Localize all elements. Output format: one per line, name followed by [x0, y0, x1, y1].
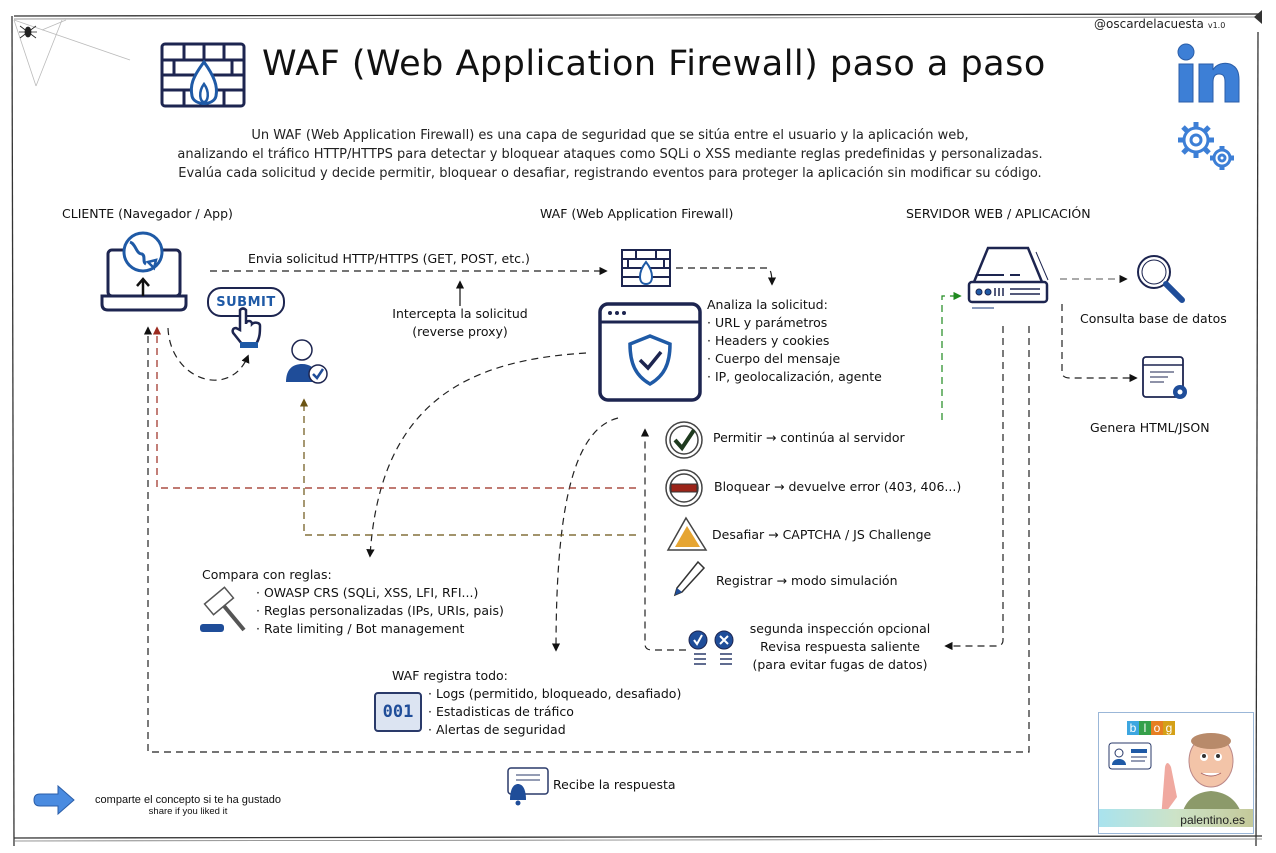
analyze-item: · Cuerpo del mensaje	[707, 351, 841, 366]
web-page-gear-icon	[1142, 356, 1187, 399]
rules-item: · Rate limiting / Bot management	[256, 621, 465, 636]
rules-item: · Reglas personalizadas (IPs, URIs, pais…	[256, 603, 504, 618]
arrow-inspection-loop	[640, 428, 686, 651]
logging-item: · Logs (permitido, bloqueado, desafiado)	[428, 686, 682, 701]
column-server-header: SERVIDOR WEB / APLICACIÓN	[906, 206, 1091, 221]
share-note: comparte el concepto si te ha gustado sh…	[80, 794, 296, 817]
check-circle-icon	[665, 421, 703, 459]
logging-title: WAF registra todo:	[392, 668, 508, 683]
second-inspection-note: segunda inspección opcional Revisa respu…	[738, 620, 942, 674]
inspection-line: segunda inspección opcional	[749, 621, 931, 636]
block-circle-icon	[665, 469, 703, 507]
intro-line: analizando el tráfico HTTP/HTTPS para de…	[177, 147, 1043, 162]
analyze-title: Analiza la solicitud:	[707, 297, 828, 312]
arrow-to-logging	[551, 417, 619, 652]
arrow-allow-to-server	[941, 291, 962, 420]
version-label: v1.0	[1207, 21, 1226, 30]
intro-paragraph: Un WAF (Web Application Firewall) es una…	[60, 126, 1160, 183]
linkedin-icon[interactable]	[1176, 42, 1242, 104]
blog-site: palentino.es	[1180, 813, 1245, 827]
intercept-label: Intercepta la solicitud (reverse proxy)	[380, 305, 540, 341]
column-waf-header: WAF (Web Application Firewall)	[540, 206, 734, 221]
blog-card[interactable]: b l o g palentino.es	[1098, 712, 1254, 834]
intro-line: Un WAF (Web Application Firewall) es una…	[251, 128, 969, 143]
arrow-challenge-to-user	[299, 398, 636, 536]
rules-list: · OWASP CRS (SQLi, XSS, LFI, RFI...) · R…	[256, 584, 504, 638]
blog-letter: g	[1163, 721, 1175, 735]
logging-item: · Estadisticas de tráfico	[428, 704, 574, 719]
blog-letter: o	[1151, 721, 1163, 735]
blog-strip	[1099, 809, 1253, 827]
inspection-line: Revisa respuesta saliente	[760, 639, 920, 654]
page-title: WAF (Web Application Firewall) paso a pa…	[262, 44, 1046, 84]
column-client-header: CLIENTE (Navegador / App)	[62, 206, 233, 221]
decision-log: Registrar → modo simulación	[716, 573, 898, 588]
counter-icon: 001	[374, 692, 422, 732]
notification-bell-icon	[507, 767, 549, 806]
handle-text: @oscardelacuesta	[1094, 17, 1204, 31]
share-text-en: share if you liked it	[148, 806, 228, 817]
receive-response-label: Recibe la respuesta	[553, 777, 676, 792]
gavel-icon	[200, 586, 246, 632]
author-avatar	[1161, 733, 1243, 819]
waf-firewall-icon	[621, 249, 671, 287]
analyze-list: Analiza la solicitud: · URL y parámetros…	[707, 296, 882, 386]
share-arrow-icon[interactable]	[32, 784, 76, 816]
check-x-list-icon	[688, 630, 734, 665]
analyze-item: · Headers y cookies	[707, 333, 830, 348]
decision-allow: Permitir → continúa al servidor	[713, 430, 905, 445]
warning-triangle-icon	[666, 516, 708, 551]
intro-line: Evalúa cada solicitud y decide permitir,…	[178, 166, 1042, 181]
arrow-response-to-client	[143, 326, 1030, 753]
arrow-client-to-submit	[167, 327, 250, 381]
decision-challenge: Desafiar → CAPTCHA / JS Challenge	[712, 527, 932, 542]
logging-item: · Alertas de seguridad	[428, 722, 566, 737]
intercept-line: (reverse proxy)	[412, 324, 508, 339]
counter-value: 001	[382, 702, 414, 722]
browser-shield-icon	[598, 302, 702, 402]
arrow-waf-to-analyze	[676, 267, 777, 286]
arrow-block-to-client	[152, 326, 636, 489]
arrow-server-to-generate	[1061, 304, 1138, 383]
submit-button-label: SUBMIT	[216, 294, 276, 310]
analyze-item: · URL y parámetros	[707, 315, 828, 330]
db-query-label: Consulta base de datos	[1080, 311, 1227, 326]
rules-title: Compara con reglas:	[202, 567, 332, 582]
id-badge-icon	[1108, 742, 1152, 770]
pen-icon	[673, 560, 706, 597]
server-icon	[967, 246, 1049, 309]
send-request-label: Envia solicitud HTTP/HTTPS (GET, POST, e…	[248, 251, 530, 266]
decision-block: Bloquear → devuelve error (403, 406...)	[714, 479, 962, 494]
magnifier-icon	[1137, 255, 1185, 303]
blog-letter: b	[1127, 721, 1139, 735]
laptop-globe-icon	[100, 231, 188, 312]
pointer-hand-icon	[231, 307, 262, 348]
generate-label: Genera HTML/JSON	[1090, 420, 1210, 435]
submit-button[interactable]: SUBMIT	[207, 287, 285, 317]
blog-letters: b l o g	[1127, 721, 1175, 735]
arrow-to-rules	[366, 352, 587, 558]
rules-item: · OWASP CRS (SQLi, XSS, LFI, RFI...)	[256, 585, 479, 600]
intercept-line: Intercepta la solicitud	[392, 306, 528, 321]
share-text-es: comparte el concepto si te ha gustado	[95, 794, 281, 806]
inspection-line: (para evitar fugas de datos)	[752, 657, 928, 672]
gears-icon	[1178, 122, 1234, 170]
analyze-item: · IP, geolocalización, agente	[707, 369, 882, 384]
logging-list: · Logs (permitido, bloqueado, desafiado)…	[428, 685, 681, 739]
verified-user-icon	[286, 339, 328, 384]
firewall-logo-icon	[160, 42, 246, 108]
arrow-server-to-inspection	[944, 326, 1004, 651]
blog-letter: l	[1139, 721, 1151, 735]
